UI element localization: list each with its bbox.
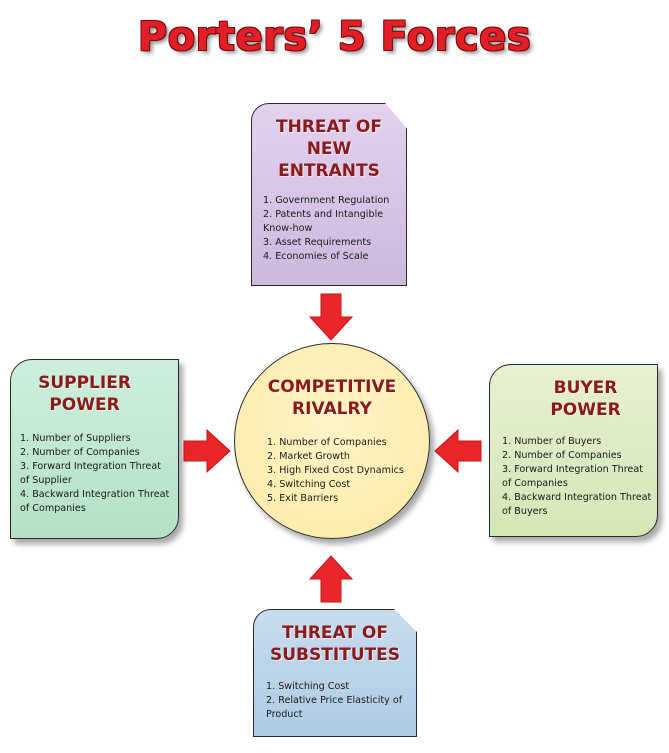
competitive-rivalry-title: COMPETITIVE RIVALRY [235,376,429,420]
competitive-rivalry-circle: COMPETITIVE RIVALRY 1. Number of Compani… [234,343,430,539]
list-item: of Companies [20,503,86,514]
list-item: 5. Exit Barriers [267,493,339,504]
list-item: of Companies [502,478,568,489]
buyer-power-title-line: BUYER [553,378,618,398]
substitutes-list: 1. Switching Cost 2. Relative Price Elas… [266,680,416,722]
list-item: 1. Number of Buyers [502,436,602,447]
list-item: 2. Number of Companies [20,447,140,458]
supplier-power-list: 1. Number of Suppliers 2. Number of Comp… [20,432,178,516]
list-item: 1. Number of Suppliers [20,433,131,444]
new-entrants-title-line: ENTRANTS [278,161,380,181]
new-entrants-title: THREAT OF NEW ENTRANTS [252,116,406,182]
supplier-power-title-line: POWER [49,395,120,415]
arrow-left-icon [434,429,482,473]
supplier-power-title-line: SUPPLIER [38,373,131,393]
list-item: 2. Patents and Intangible [263,209,384,220]
list-item: of Buyers [502,506,548,517]
list-item: 1. Switching Cost [266,681,350,692]
list-item: 4. Switching Cost [267,479,351,490]
new-entrants-title-line: NEW [306,139,352,159]
page-title: Porters’ 5 Forces [137,14,532,60]
supplier-power-box: SUPPLIER POWER 1. Number of Suppliers 2.… [10,359,179,539]
buyer-power-title-line: POWER [550,400,621,420]
list-item: Product [266,709,303,720]
buyer-power-title: BUYER POWER [490,377,657,421]
new-entrants-box: THREAT OF NEW ENTRANTS 1. Government Reg… [251,103,407,286]
list-item: 1. Government Regulation [263,195,390,206]
list-item: Know-how [263,223,313,234]
substitutes-title-line: SUBSTITUTES [269,645,401,665]
arrow-up-icon [309,555,353,603]
list-item: 3. Forward Integration Threat [20,461,161,472]
list-item: 3. Forward Integration Threat [502,464,643,475]
list-item: 3. High Fixed Cost Dynamics [267,465,404,476]
supplier-power-title: SUPPLIER POWER [11,372,178,416]
list-item: 4. Economies of Scale [263,251,369,262]
buyer-power-list: 1. Number of Buyers 2. Number of Compani… [502,435,657,519]
list-item: 4. Backward Integration Threat [502,492,652,503]
new-entrants-list: 1. Government Regulation 2. Patents and … [263,194,406,264]
arrow-down-icon [309,293,353,341]
list-item: 2. Number of Companies [502,450,622,461]
list-item: 1. Number of Companies [267,437,387,448]
new-entrants-title-line: THREAT OF [276,117,382,137]
list-item: 2. Relative Price Elasticity of [266,695,403,706]
buyer-power-box: BUYER POWER 1. Number of Buyers 2. Numbe… [489,364,658,537]
substitutes-title-line: THREAT OF [282,623,388,643]
list-item: 3. Asset Requirements [263,237,372,248]
list-item: of Supplier [20,475,72,486]
list-item: 4. Backward Integration Threat [20,489,170,500]
list-item: 2. Market Growth [267,451,350,462]
competitive-rivalry-title-line: COMPETITIVE [267,377,397,397]
arrow-right-icon [183,429,231,473]
competitive-rivalry-title-line: RIVALRY [292,399,372,419]
substitutes-box: THREAT OF SUBSTITUTES 1. Switching Cost … [253,609,417,737]
substitutes-title: THREAT OF SUBSTITUTES [254,622,416,666]
competitive-rivalry-list: 1. Number of Companies 2. Market Growth … [267,436,429,506]
